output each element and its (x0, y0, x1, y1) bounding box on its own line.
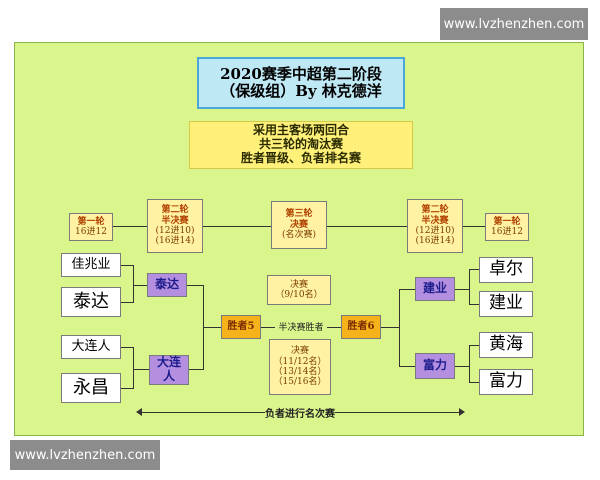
right-round2-name: 第二轮 (421, 205, 449, 216)
title-line-2: （保级组）By 林克德洋 (220, 82, 382, 100)
team-right-1: 卓尔 (479, 257, 533, 283)
right-round2-detail2: (16进14) (415, 236, 455, 247)
right-team1-line (469, 269, 479, 270)
team-right-3: 黄海 (479, 332, 533, 358)
page-title: 2020赛季中超第二阶段 （保级组）By 林克德洋 (197, 57, 405, 109)
round3-sub: 决赛 (289, 219, 308, 230)
round3-label: 第三轮 决赛 (名次赛) (271, 201, 327, 249)
semi-connector-right (327, 327, 341, 328)
right-team2-line (469, 304, 479, 305)
losers-final-name: 决赛 (290, 346, 309, 357)
losers-arrow-line-right (335, 412, 459, 413)
rules-line-2: 共三轮的淘汰赛 (258, 137, 343, 152)
left-team2-line (121, 302, 133, 303)
left-round2-detail2: (16进14) (155, 236, 195, 247)
losers-final-d2: （13/14名） (273, 367, 327, 377)
right-pair2-to-winner (455, 366, 469, 367)
semi-winners-label: 半决赛胜者 (278, 323, 324, 333)
right-pair1-vertical (469, 269, 470, 305)
rules-note: 采用主客场两回合 共三轮的淘汰赛 胜者晋级、负者排名赛 (189, 121, 413, 169)
team-right-2: 建业 (479, 291, 533, 317)
right-winners-vertical (399, 289, 400, 367)
right-round2-detail1: (12进10) (415, 226, 455, 236)
left-round2-detail1: (12进10) (155, 226, 195, 236)
left-round2-name: 第二轮 (161, 205, 189, 216)
left-team1-line (121, 265, 133, 266)
semi-connector-left (261, 327, 275, 328)
right-team4-line (469, 382, 479, 383)
left-semi-winner: 胜者5 (221, 315, 261, 339)
round3-detail: (名次赛) (281, 230, 317, 241)
left-round1-detail: 16进12 (75, 227, 107, 237)
right-winner-1: 建业 (415, 277, 455, 301)
right-round2-label: 第二轮 半决赛 (12进10) (16进14) (407, 199, 463, 253)
losers-final-d3: （15/16名） (273, 377, 327, 388)
left-round-connector-1 (113, 226, 147, 227)
right-round-connector-1 (463, 226, 485, 227)
rules-line-1: 采用主客场两回合 (252, 123, 349, 138)
team-right-4: 富力 (479, 369, 533, 395)
right-team3-line (469, 345, 479, 346)
right-to-semi (381, 327, 399, 328)
losers-final-d1: （11/12名） (273, 356, 327, 367)
team-left-2: 泰达 (61, 287, 121, 317)
left-winner1-out (187, 285, 203, 286)
left-round-connector-2 (203, 226, 271, 227)
watermark-bottom: www.lvzhenzhen.com (10, 440, 160, 470)
losers-arrow-line-left (141, 412, 265, 413)
right-pair1-to-winner (455, 289, 469, 290)
losers-arrow-left-head (136, 408, 142, 416)
round3-name: 第三轮 (285, 209, 313, 220)
losers-finals: 决赛 （11/12名） （13/14名） （15/16名） (269, 339, 331, 395)
bracket-board: 2020赛季中超第二阶段 （保级组）By 林克德洋 采用主客场两回合 共三轮的淘… (14, 42, 584, 436)
left-winner-1: 泰达 (147, 273, 187, 297)
team-left-4: 永昌 (61, 373, 121, 403)
left-round1-name: 第一轮 (77, 216, 105, 227)
left-pair1-to-winner (133, 285, 147, 286)
left-team4-line (121, 388, 133, 389)
right-semi-winner: 胜者6 (341, 315, 381, 339)
right-round-connector-2 (327, 226, 407, 227)
right-winner2-out (399, 366, 415, 367)
losers-arrow-right-head (459, 408, 465, 416)
left-pair2-to-winner (133, 369, 149, 370)
final-9-10: 决赛 （9/10名） (267, 275, 331, 305)
right-round1-name: 第一轮 (493, 216, 521, 227)
left-to-semi (203, 327, 221, 328)
left-round2-sub: 半决赛 (161, 215, 189, 226)
left-round1-label: 第一轮 16进12 (69, 213, 113, 241)
rules-line-3: 胜者晋级、负者排名赛 (240, 150, 361, 165)
watermark-top: www.lvzhenzhen.com (440, 8, 588, 40)
final-9-10-detail: （9/10名） (275, 290, 323, 300)
right-round1-label: 第一轮 16进12 (485, 213, 529, 241)
losers-label: 负者进行名次赛 (265, 409, 335, 420)
left-pair2-vertical (133, 347, 134, 389)
right-winner1-out (399, 289, 415, 290)
right-round1-detail: 16进12 (491, 227, 523, 237)
left-team3-line (121, 347, 133, 348)
left-round2-label: 第二轮 半决赛 (12进10) (16进14) (147, 199, 203, 253)
title-line-1: 2020赛季中超第二阶段 (220, 64, 382, 83)
right-pair2-vertical (469, 345, 470, 383)
left-pair1-vertical (133, 265, 134, 303)
final-9-10-name: 决赛 (289, 279, 308, 290)
left-winner2-out (189, 369, 203, 370)
team-left-1: 佳兆业 (61, 253, 121, 277)
right-round2-sub: 半决赛 (421, 215, 449, 226)
left-winner-2: 大连人 (149, 355, 189, 385)
right-winner-2: 富力 (415, 353, 455, 379)
team-left-3: 大连人 (61, 335, 121, 359)
